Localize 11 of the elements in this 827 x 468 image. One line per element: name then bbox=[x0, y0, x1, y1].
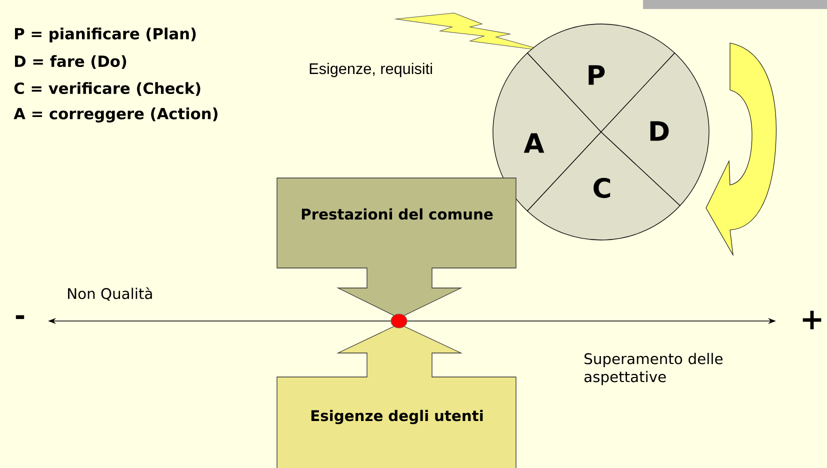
input-label: Esigenze, requisiti bbox=[310, 62, 432, 78]
legend-text: C = verificare (Check) bbox=[14, 82, 200, 96]
legend-text: D = fare (Do) bbox=[15, 55, 126, 69]
legend-text: A = correggere (Action) bbox=[14, 108, 218, 122]
plus-sign: + bbox=[802, 310, 822, 330]
legend-text: P = pianificare (Plan) bbox=[15, 28, 196, 42]
callout-arrow-box: Esigenze degli utenti bbox=[276, 324, 516, 468]
axis-label: Superamento delle aspettative bbox=[584, 352, 722, 386]
callout-arrow-box: Prestazioni del comune bbox=[276, 178, 516, 318]
axis-label: Non Qualità bbox=[68, 287, 152, 301]
minus-sign: - bbox=[16, 315, 24, 320]
